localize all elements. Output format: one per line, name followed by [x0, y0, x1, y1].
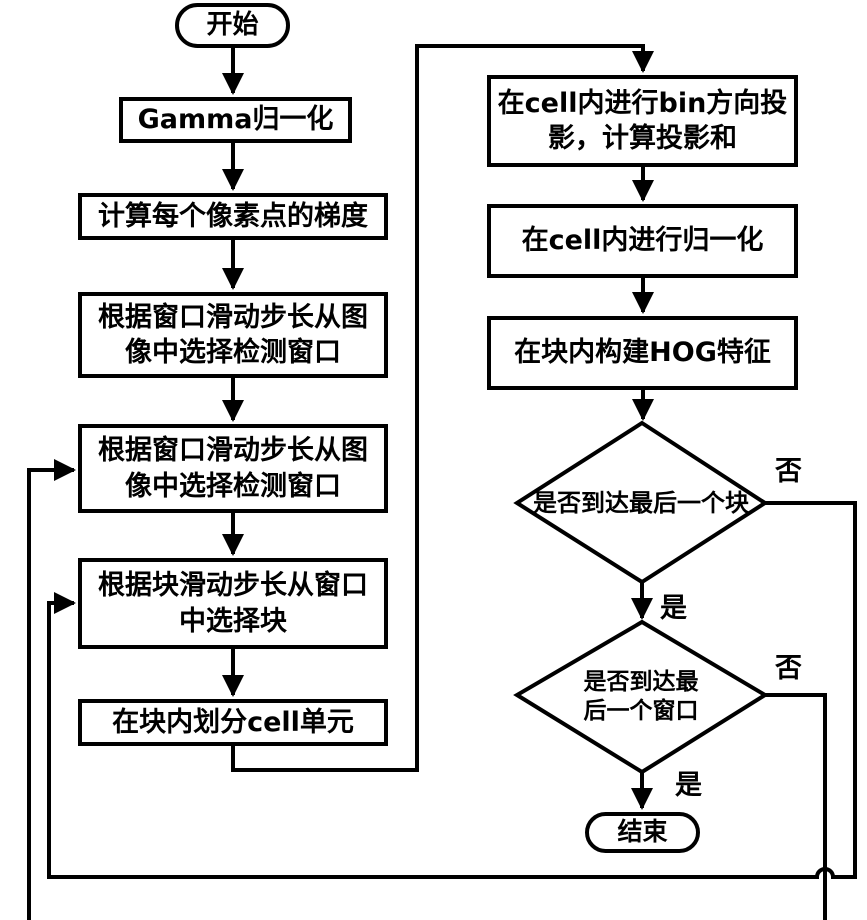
yes-label-last-window: 是 [675, 770, 702, 801]
select-window-label-1: 根据窗口滑动步长从图 像中选择检测窗口 [98, 301, 368, 368]
hog-feature-box: 在块内构建HOG特征 [487, 316, 798, 390]
gradient-box: 计算每个像素点的梯度 [78, 193, 388, 240]
last-block-decision-shape [513, 420, 769, 585]
no-label-last-window: 否 [775, 653, 802, 684]
select-window-box-2: 根据窗口滑动步长从图 像中选择检测窗口 [78, 424, 388, 513]
last-window-decision-shape [513, 619, 769, 775]
edge-cell-bin [231, 44, 654, 772]
divide-cell-label: 在块内划分cell单元 [112, 706, 354, 738]
hog-feature-label: 在块内构建HOG特征 [514, 337, 771, 369]
gamma-normalization-label: Gamma归一化 [137, 104, 334, 136]
edge-lastwindow-no-down [765, 693, 827, 920]
select-window-label-2: 根据窗口滑动步长从图 像中选择检测窗口 [98, 435, 368, 502]
gamma-normalization-box: Gamma归一化 [119, 97, 352, 143]
bin-projection-box: 在cell内进行bin方向投 影，计算投影和 [487, 75, 798, 167]
last-window-decision: 是否到达最 后一个窗口 [517, 622, 765, 772]
gradient-label: 计算每个像素点的梯度 [98, 200, 368, 232]
yes-label-last-block: 是 [660, 593, 687, 624]
start-terminator: 开始 [175, 3, 290, 48]
last-block-decision: 是否到达最后一个块 [517, 423, 765, 582]
cell-normalize-label: 在cell内进行归一化 [521, 225, 764, 257]
last-block-decision-label: 是否到达最后一个块 [533, 488, 749, 517]
bin-projection-label: 在cell内进行bin方向投 影，计算投影和 [497, 87, 788, 154]
end-terminator: 结束 [585, 812, 700, 853]
last-window-decision-label: 是否到达最 后一个窗口 [583, 669, 699, 724]
no-label-last-block: 否 [775, 456, 802, 487]
start-label: 开始 [206, 9, 259, 40]
select-block-label: 根据块滑动步长从窗口 中选择块 [98, 570, 368, 637]
divide-cell-box: 在块内划分cell单元 [78, 699, 388, 746]
end-label: 结束 [617, 817, 668, 847]
cell-normalize-box: 在cell内进行归一化 [487, 204, 798, 278]
edge-lastwindow-no-return [27, 459, 76, 920]
select-window-box-1: 根据窗口滑动步长从图 像中选择检测窗口 [78, 292, 388, 378]
select-block-box: 根据块滑动步长从窗口 中选择块 [78, 558, 388, 649]
